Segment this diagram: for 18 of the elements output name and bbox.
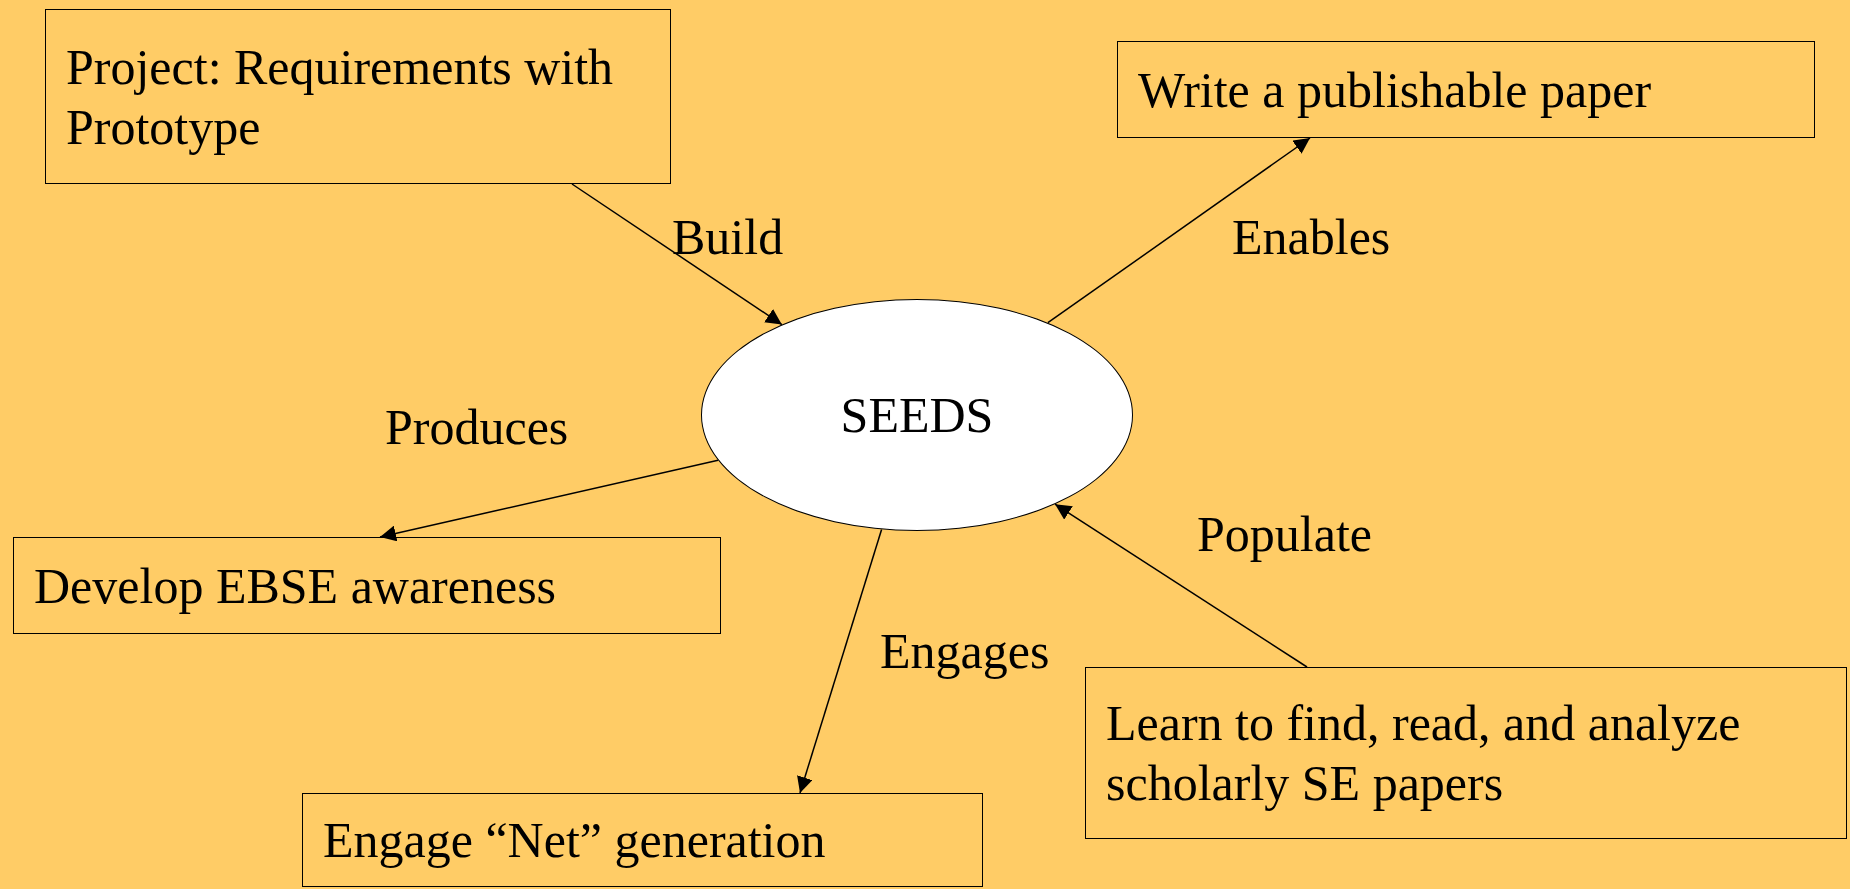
text-box	[1085, 667, 1847, 839]
arrow	[1054, 503, 1308, 668]
node-text: Develop EBSE awareness	[34, 556, 557, 616]
arrow	[1047, 137, 1311, 324]
edge-label: Enables	[1232, 212, 1391, 262]
text-box	[13, 537, 721, 634]
edge-label: Build	[672, 212, 784, 262]
node-text: Learn to find, read, and analyze scholarly SE papers	[1106, 694, 1742, 813]
node-text: Engage “Net” generation	[323, 811, 826, 870]
arrow	[379, 459, 719, 542]
node-text: Project: Requirements with Prototype	[66, 37, 615, 157]
text-box	[1117, 41, 1815, 138]
edge-label: Produces	[385, 402, 569, 452]
node-text: SEEDS	[840, 386, 994, 445]
text-box	[302, 793, 983, 887]
node-text: Write a publishable paper	[1138, 60, 1652, 120]
arrow	[571, 183, 783, 326]
text-box	[45, 9, 671, 184]
